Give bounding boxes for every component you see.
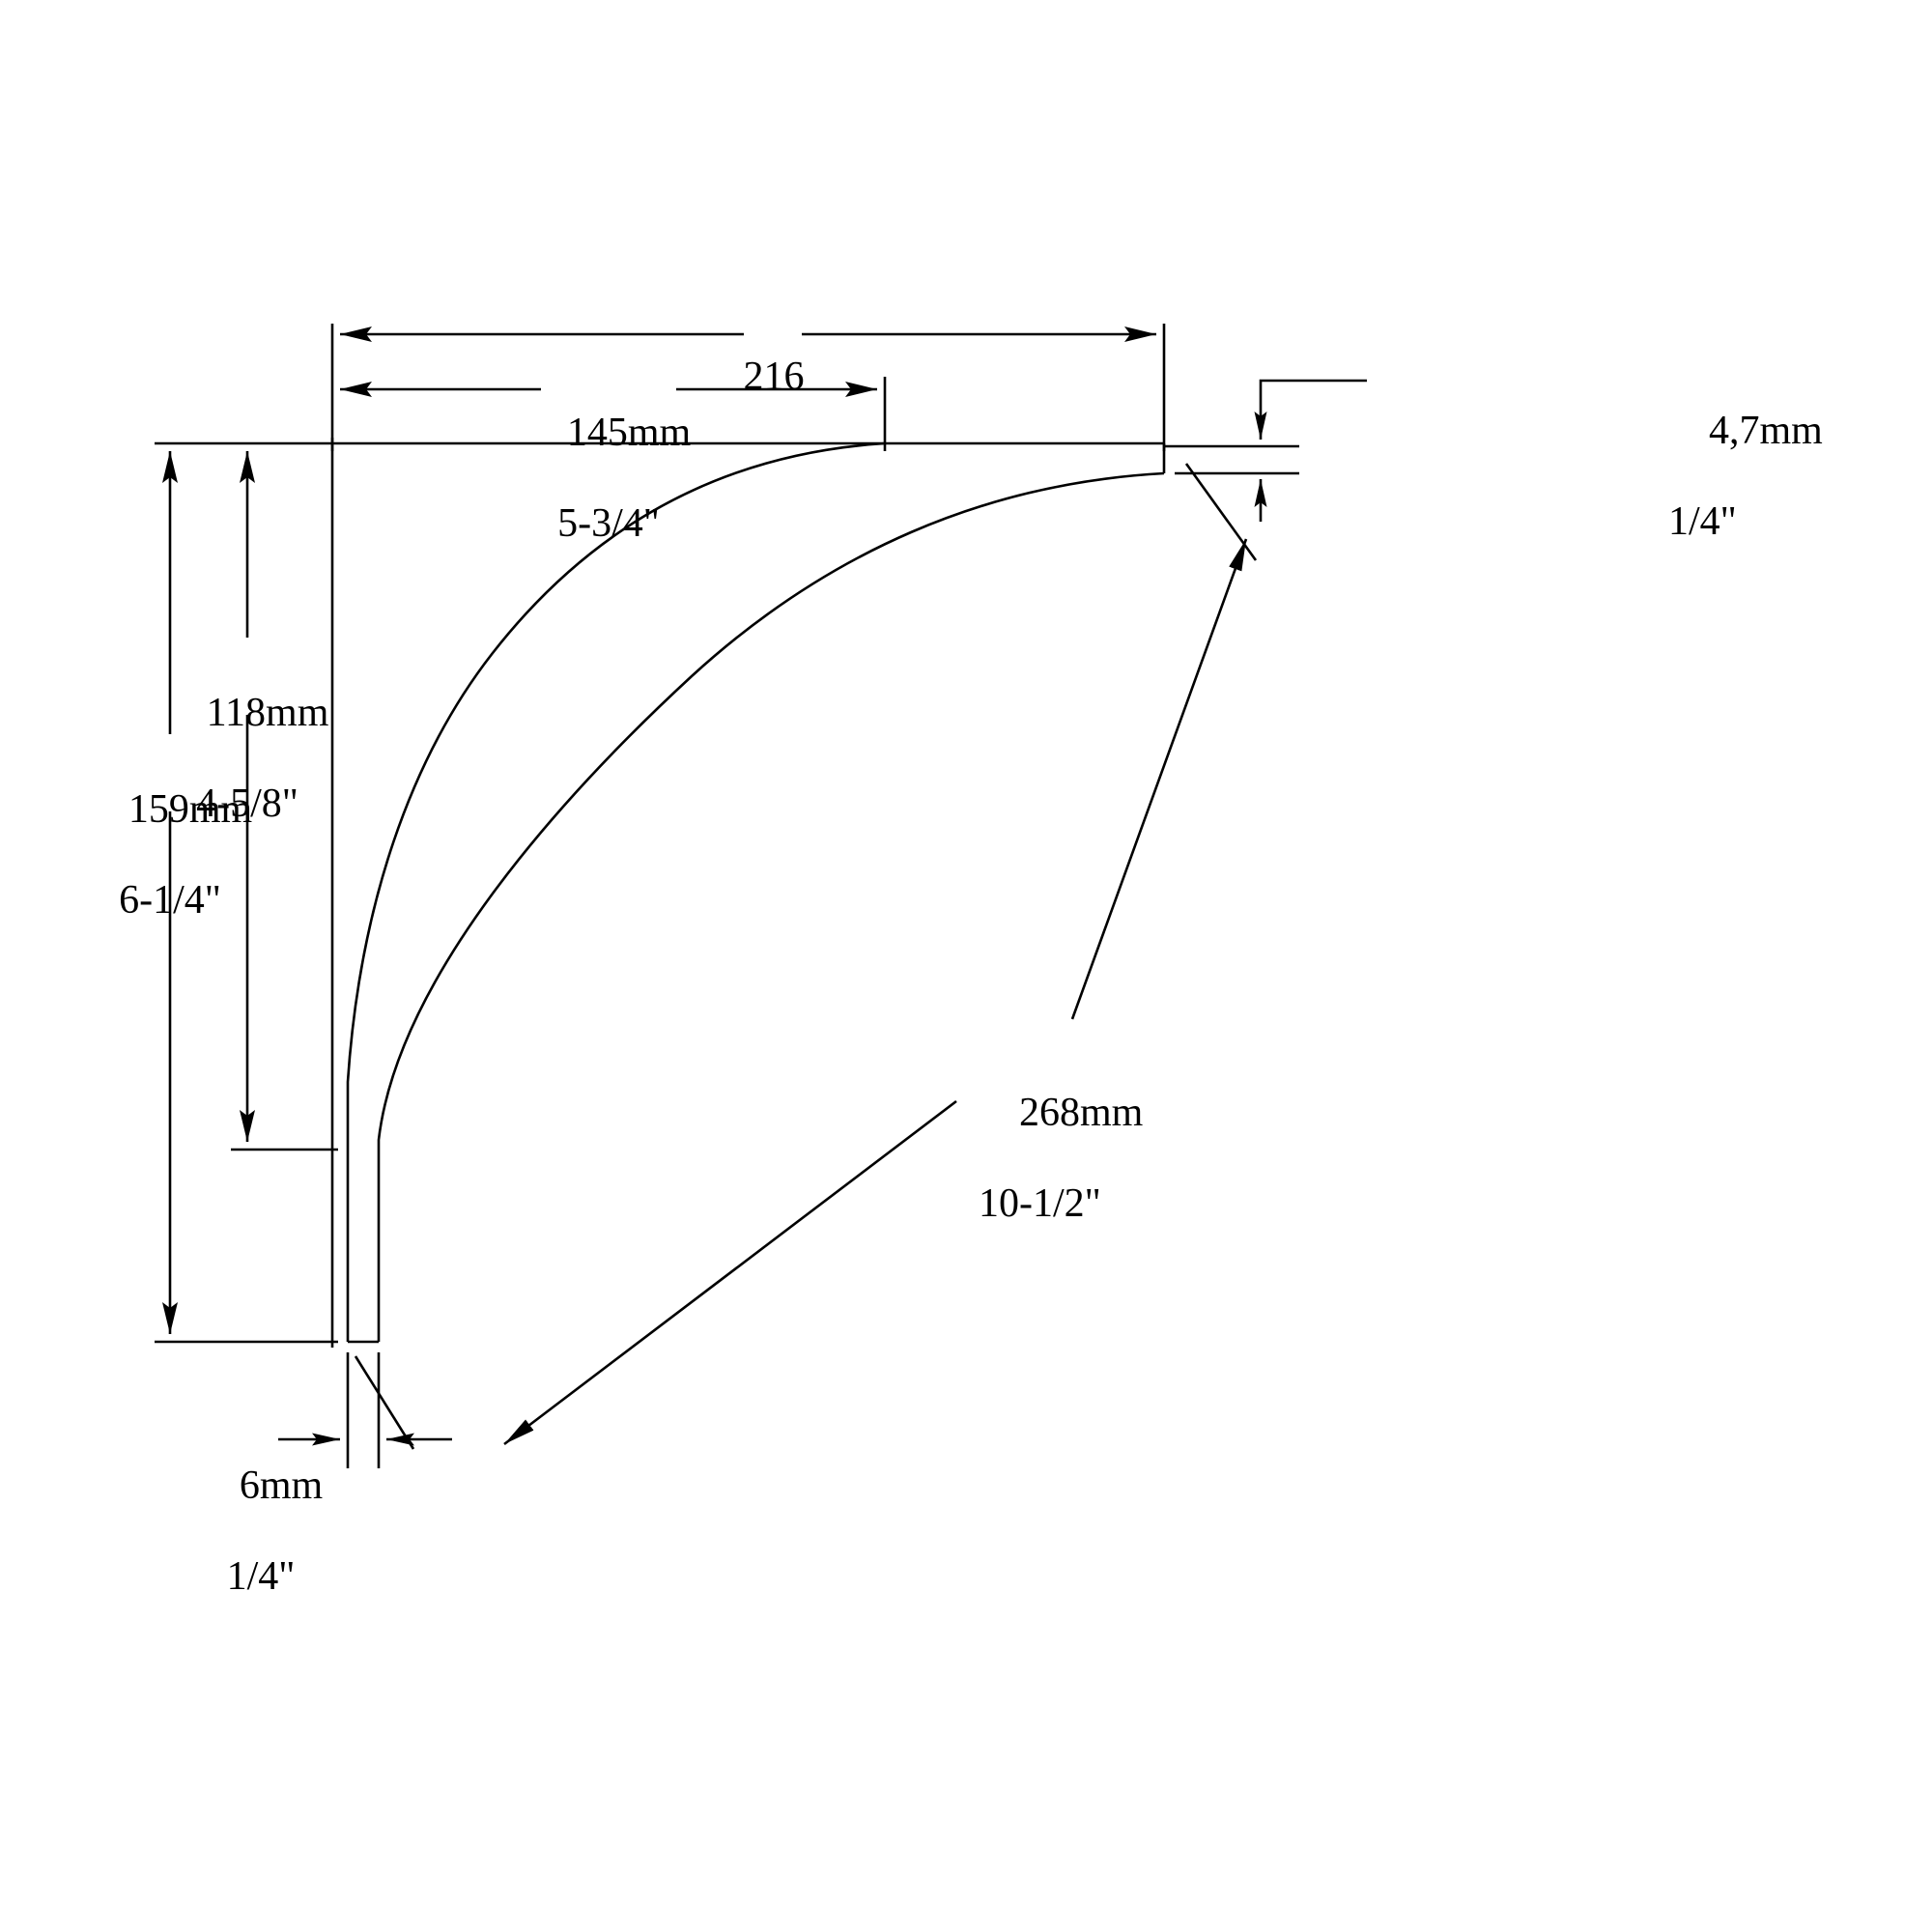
dim-leader-47mm [1254, 379, 1367, 440]
dim-label-projection-width: 145mm 5-3/4" [557, 411, 692, 547]
dim-leader-268mm-upper [1070, 538, 1248, 1020]
drawing-body [155, 324, 1367, 1468]
dim-label-top-thickness: 4,7mm 1/4" [1668, 409, 1823, 545]
dim-leader-268mm-lower [503, 1099, 957, 1446]
dim-label-cove-height: 118mm 4-5/8" [196, 691, 329, 827]
dim-label-radius: 268mm 10-1/2" [979, 1091, 1144, 1227]
profile-curve-upper [346, 441, 886, 1342]
profile-curve-lower [377, 471, 1165, 1342]
radius-witness-upper [1184, 463, 1258, 561]
dim-label-overall-width: 216 [743, 355, 805, 400]
dim-label-bottom-thickness: 6mm 1/4" [226, 1463, 324, 1600]
radius-witness-lower [354, 1355, 415, 1450]
dim-label-overall-height: 159mm 6-1/4" [119, 787, 253, 923]
